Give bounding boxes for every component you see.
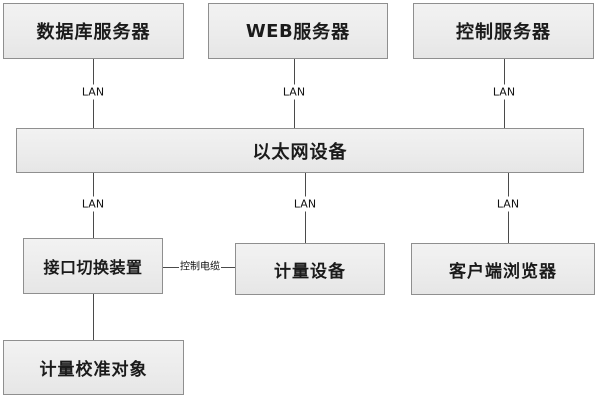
node-ethernet-device[interactable]: 以太网设备 [16, 128, 584, 173]
node-metering-equipment-label: 计量设备 [274, 261, 346, 282]
node-interface-switching-device-label: 接口切换装置 [43, 258, 143, 277]
edge-label-lan-web: LAN [279, 84, 309, 100]
edge-label-lan-database: LAN [78, 84, 108, 100]
edge-label-lan-browser: LAN [493, 196, 523, 212]
node-control-server[interactable]: 控制服务器 [413, 3, 594, 59]
node-metering-equipment[interactable]: 计量设备 [235, 243, 385, 295]
node-ethernet-device-label: 以太网设备 [252, 141, 348, 163]
node-web-server-latin-label: WEB [245, 20, 294, 42]
edge-label-control-cable: 控制电缆 [179, 260, 221, 274]
node-calibration-object-label: 计量校准对象 [39, 360, 148, 380]
node-database-server-label: 数据库服务器 [36, 22, 151, 43]
node-calibration-object[interactable]: 计量校准对象 [3, 340, 184, 395]
node-control-server-label: 控制服务器 [456, 22, 551, 43]
node-web-server-label: 服务器 [293, 22, 351, 43]
node-client-browser[interactable]: 客户端浏览器 [411, 243, 595, 295]
edge-iface-to-calobj [93, 294, 94, 340]
edge-label-lan-metering: LAN [290, 196, 320, 212]
node-client-browser-label: 客户端浏览器 [449, 261, 557, 282]
edge-label-lan-interface: LAN [78, 196, 108, 212]
node-database-server[interactable]: 数据库服务器 [3, 3, 184, 59]
edge-label-lan-control: LAN [489, 84, 519, 100]
node-interface-switching-device[interactable]: 接口切换装置 [23, 238, 163, 294]
